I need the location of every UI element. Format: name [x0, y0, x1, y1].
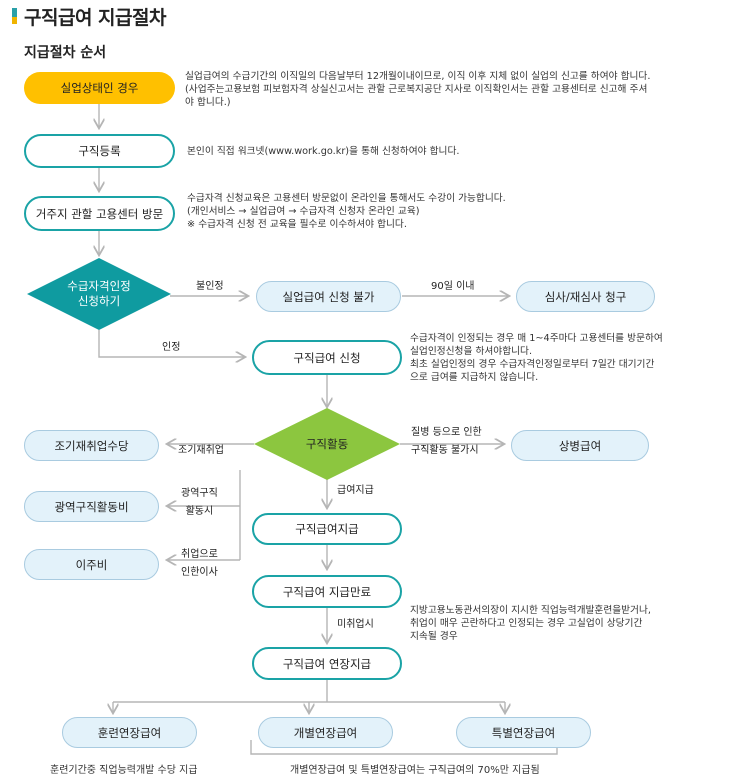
- not-allowed-node: 실업급여 신청 불가: [256, 281, 401, 312]
- label-pay: 급여지급: [337, 485, 374, 496]
- early-reemploy-node: 조기재취업수당: [24, 430, 159, 461]
- label-sick: 질병 등으로 인한 구직활동 불가시: [411, 427, 482, 456]
- label-unemployed-not: 미취업시: [337, 619, 374, 630]
- benefit-payment-node: 구직급여지급: [252, 513, 402, 545]
- review-request-node: 심사/재심사 청구: [516, 281, 655, 312]
- register-node: 구직등록: [24, 134, 175, 168]
- visit-center-description: 수급자격 신청교육은 고용센터 방문없이 온라인을 통해서도 수강이 가능합니다…: [187, 193, 506, 230]
- title-marker: [12, 8, 17, 24]
- extension-node: 구직급여 연장지급: [252, 647, 402, 680]
- register-description: 본인이 직접 워크넷(www.work.go.kr)을 통해 신청하여야 합니다…: [187, 146, 460, 157]
- decision-diamond: [27, 258, 171, 330]
- sickness-node: 상병급여: [511, 430, 649, 461]
- benefit-end-node: 구직급여 지급만료: [252, 575, 402, 608]
- individual-note: 개별연장급여 및 특별연장급여는 구직급여의 70%만 지급됨: [290, 765, 540, 776]
- unemployed-description: 실업급여의 수급기간의 이직일의 다음날부터 12개월이내이므로, 이직 이후 …: [185, 71, 651, 108]
- training-note: 훈련기간중 직업능력개발 수당 지급: [50, 765, 198, 776]
- label-early: 조기재취업: [178, 445, 224, 456]
- visit-center-node: 거주지 관할 고용센터 방문: [24, 196, 175, 231]
- training-extension-node: 훈련연장급여: [62, 717, 197, 748]
- benefit-end-description: 지방고용노동관서의장이 지시한 직업능력개발훈련을받거나, 취업이 매우 곤란하…: [410, 605, 651, 642]
- wide-area-node: 광역구직활동비: [24, 491, 159, 522]
- section-subtitle: 지급절차 순서: [24, 45, 107, 61]
- page-title: 구직급여 지급절차: [24, 7, 166, 29]
- label-move: 취업으로 인한이사: [181, 549, 218, 578]
- job-activity-label: 구직활동: [305, 437, 349, 451]
- label-recognized: 인정: [162, 342, 181, 353]
- activity-diamond: [254, 408, 400, 480]
- special-extension-node: 특별연장급여: [456, 717, 591, 748]
- relocation-node: 이주비: [24, 549, 159, 580]
- label-not-recognized: 불인정: [196, 281, 224, 292]
- apply-decision-label: 수급자격인정 신청하기: [67, 279, 131, 308]
- label-within-90: 90일 이내: [431, 281, 475, 292]
- label-wide: 광역구직 활동시: [181, 488, 218, 517]
- individual-extension-node: 개별연장급여: [258, 717, 393, 748]
- benefit-apply-node: 구직급여 신청: [252, 340, 402, 375]
- benefit-apply-description: 수급자격이 인정되는 경우 매 1~4주마다 고용센터를 방문하여 실업인정신청…: [410, 333, 663, 383]
- unemployed-node: 실업상태인 경우: [24, 72, 175, 104]
